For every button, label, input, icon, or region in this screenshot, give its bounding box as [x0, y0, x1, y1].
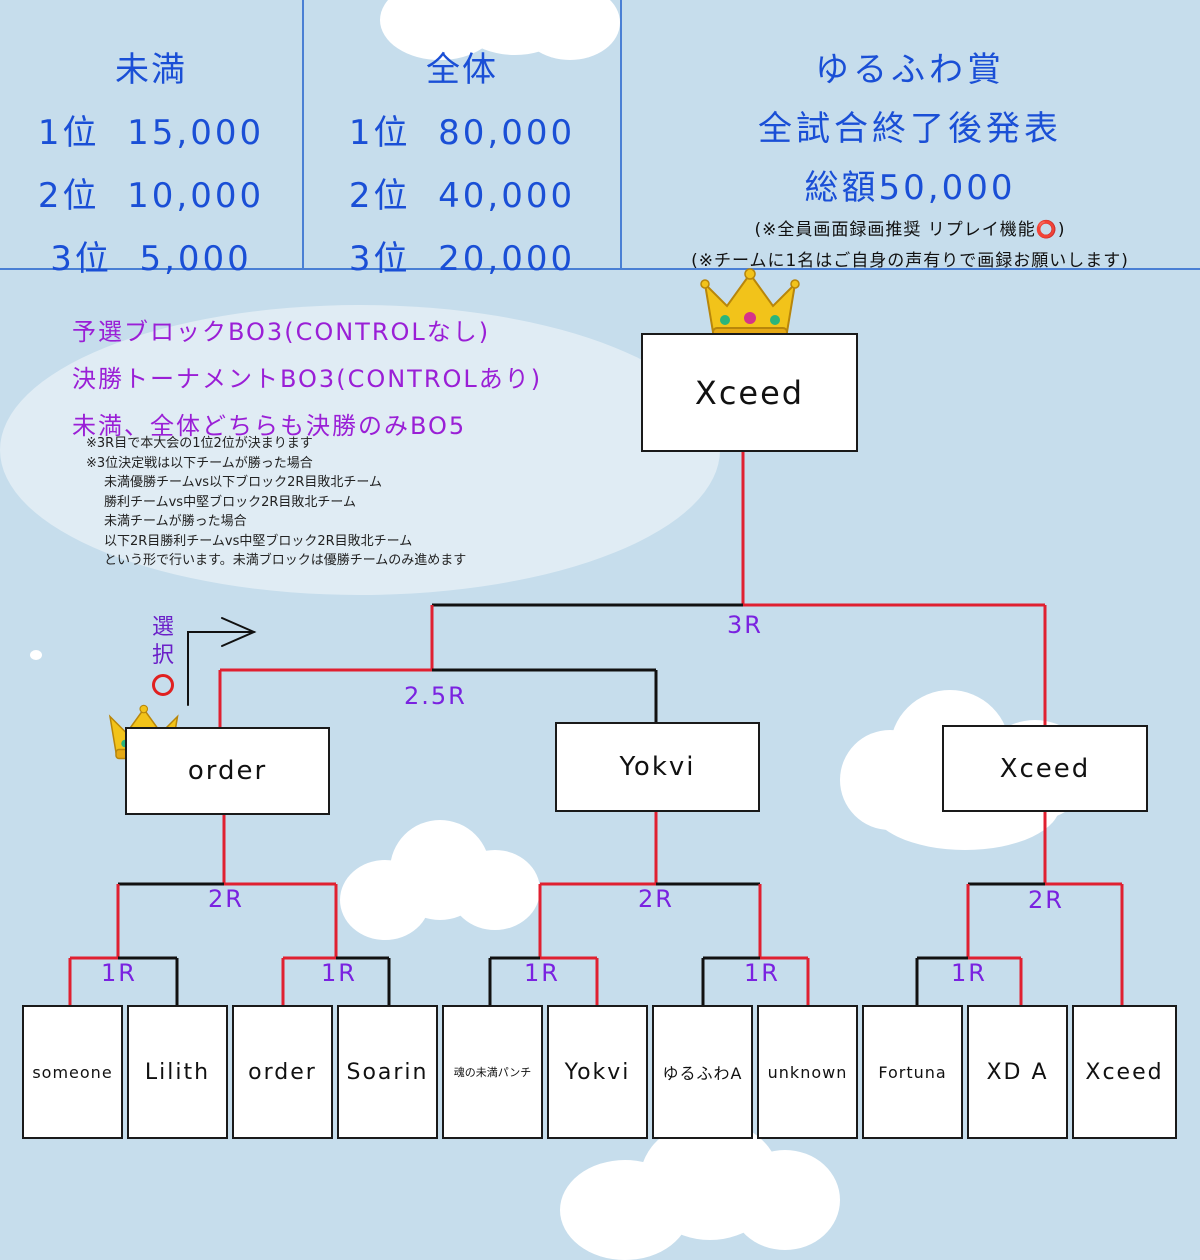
round-label-2r-order: 2R — [208, 885, 244, 913]
note-line-5: 未満チームが勝った場合 — [104, 514, 247, 529]
leaf-box-5: 魂の未満パンチ — [442, 1005, 543, 1139]
leaf-box-3: order — [232, 1005, 333, 1139]
note-line-7: という形で行います。未満ブロックは優勝チームのみ進めます — [104, 553, 467, 568]
rules-block: 予選ブロックBO3(CONTROLなし) 決勝トーナメントBO3(CONTROL… — [72, 312, 542, 453]
round-label-1r-a: 1R — [101, 959, 137, 987]
leaf-box-6: Yokvi — [547, 1005, 648, 1139]
bracket-lines — [68, 268, 1124, 1005]
round-label-1r-b: 1R — [321, 959, 357, 987]
crown-icon — [700, 268, 800, 341]
select-label-text: 選 択 — [151, 615, 174, 668]
round-label-1r-c: 1R — [524, 959, 560, 987]
leaf-box-10: XD A — [967, 1005, 1068, 1139]
round-label-1r-e: 1R — [951, 959, 987, 987]
leaf-box-8: unknown — [757, 1005, 858, 1139]
arrow-icon — [187, 617, 257, 706]
cloud-top — [370, 0, 620, 70]
leaf-box-9: Fortuna — [862, 1005, 963, 1139]
note-line-3: 未満優勝チームvs以下ブロック2R目敗北チーム — [104, 475, 382, 490]
round-label-1r-d: 1R — [744, 959, 780, 987]
leaf-box-1: someone — [22, 1005, 123, 1139]
prize-overall-row-3: 3位 20,000 — [348, 239, 576, 279]
round-label-3r: 3R — [727, 611, 763, 639]
prize-overall-row-1: 1位 80,000 — [348, 113, 576, 153]
prize-overall-title: 全体 — [426, 50, 498, 90]
leaf-box-11: Xceed — [1072, 1005, 1177, 1139]
prize-under-row-1: 1位 15,000 — [37, 113, 265, 153]
round-label-2r-yokvi: 2R — [638, 885, 674, 913]
prize-under-row-3: 3位 5,000 — [50, 239, 252, 279]
select-label: 選 択 — [150, 614, 176, 704]
note-line-6: 以下2R目勝利チームvs中堅ブロック2R目敗北チーム — [104, 533, 413, 549]
prize-yurufuwa-note-1: (※全員画面録画推奨 リプレイ機能⭕) — [754, 220, 1066, 240]
cloud-dot — [30, 650, 42, 660]
leaf-box-7: ゆるふわA — [652, 1005, 753, 1139]
rules-notes: ※3R目で本大会の1位2位が決まります ※3位決定戦は以下チームが勝った場合 未… — [86, 434, 466, 571]
prize-header: 未満 1位 15,000 2位 10,000 3位 5,000 全体 1位 80… — [0, 0, 1200, 279]
rule-line-1: 予選ブロックBO3(CONTROLなし) — [72, 318, 491, 346]
leaf-box-2: Lilith — [127, 1005, 228, 1139]
semi-box-yokvi: Yokvi — [555, 722, 760, 812]
cloud-middle — [340, 820, 540, 950]
note-line-4: 勝利チームvs中堅ブロック2R目敗北チーム — [104, 494, 356, 510]
champion-box: Xceed — [641, 333, 858, 452]
prize-column-overall: 全体 1位 80,000 2位 40,000 3位 20,000 — [302, 0, 622, 279]
cloud-large-left — [0, 275, 720, 605]
prize-under-title: 未満 — [115, 50, 187, 90]
prize-yurufuwa-note-2: (※チームに1名はご自身の声有りで画録お願いします) — [691, 251, 1129, 271]
semi-box-order: order — [125, 727, 330, 815]
prize-overall-row-2: 2位 40,000 — [348, 176, 576, 216]
rule-line-2: 決勝トーナメントBO3(CONTROLあり) — [72, 365, 543, 393]
note-line-1: ※3R目で本大会の1位2位が決まります — [86, 436, 313, 451]
prize-under-row-2: 2位 10,000 — [37, 176, 265, 216]
leaf-box-4: Soarin — [337, 1005, 438, 1139]
prize-yurufuwa-title: ゆるふわ賞 — [815, 50, 1005, 90]
semi-box-xceed: Xceed — [942, 725, 1148, 812]
prize-yurufuwa-line: 全試合終了後発表 — [758, 109, 1062, 149]
round-label-25r: 2.5R — [404, 682, 467, 710]
round-label-2r-xceed: 2R — [1028, 886, 1064, 914]
prize-column-yurufuwa: ゆるふわ賞 全試合終了後発表 総額50,000 (※全員画面録画推奨 リプレイ機… — [620, 0, 1200, 271]
prize-yurufuwa-total: 総額50,000 — [804, 168, 1016, 208]
prize-column-under: 未満 1位 15,000 2位 10,000 3位 5,000 — [0, 0, 302, 279]
rule-line-3: 未満、全体どちらも決勝のみBO5 — [72, 412, 467, 440]
circle-icon — [152, 674, 174, 696]
note-line-2: ※3位決定戦は以下チームが勝った場合 — [86, 455, 313, 471]
